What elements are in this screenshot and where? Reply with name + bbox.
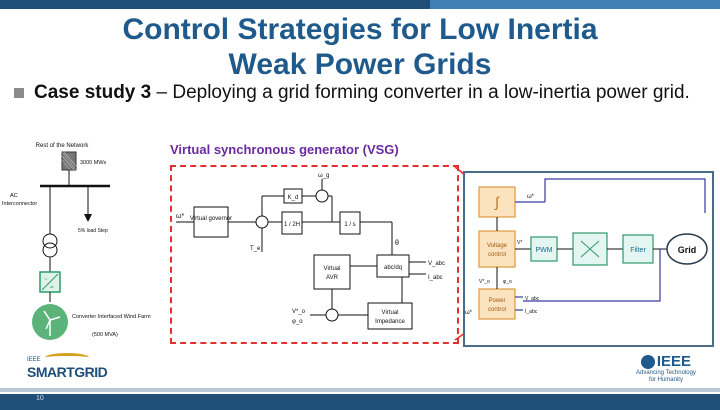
converter-diagonal (41, 273, 59, 291)
v-out-label: V*_o (292, 309, 306, 315)
vsg-dashed-box (170, 165, 459, 344)
i-abc-label: I_abc (428, 275, 443, 281)
voltage-control-line1: Voltage (487, 243, 508, 249)
power-control-line1: Power (488, 298, 505, 304)
smartgrid-swoosh-icon (45, 353, 89, 362)
ac-label: AC (10, 193, 18, 199)
ieee-globe-icon (640, 354, 655, 369)
virtual-avr-line1: Virtual (324, 266, 341, 272)
load-step-label: 5% load Step (78, 228, 108, 234)
control-v-o-label: V*_o (479, 279, 490, 285)
power-control-block (478, 288, 516, 320)
control-i-abc-label: I_abc (525, 309, 538, 315)
theta-label: θ (395, 240, 399, 247)
phi-out-label: φ_o (292, 319, 303, 325)
slide-title-line2: Weak Power Grids (228, 48, 492, 81)
footer-divider (0, 388, 720, 392)
integrator-block-label: 1 / s (344, 222, 355, 228)
filter-label: Filter (630, 247, 646, 254)
control-strategy-box (463, 171, 714, 347)
virtual-impedance-line1: Virtual (382, 310, 399, 316)
omega-g-label: ω_g (318, 173, 329, 179)
case-study-description: – Deploying a grid forming converter in … (151, 82, 690, 103)
transformer-lower-icon (42, 242, 58, 258)
ieee-wordmark: IEEE (656, 353, 692, 370)
converter-symbol-ac: ~ (44, 277, 48, 283)
virtual-impedance-block (367, 302, 413, 330)
voltage-control-line2: control (488, 252, 506, 258)
control-v-abc-label: V_abc (525, 296, 540, 302)
control-omega-star-label: ω* (527, 194, 535, 200)
control-phi-o-label: φ_o (503, 279, 512, 285)
omega-feedback-line (544, 178, 706, 213)
virtual-governor-block (193, 206, 229, 238)
grid-feedback-line (523, 249, 661, 302)
footer-bar (0, 394, 720, 410)
top-accent-bar (0, 0, 720, 9)
smartgrid-ieee-small: IEEE (27, 357, 41, 363)
voltage-control-block (478, 230, 516, 268)
vsg-block-diagram: ω* Virtual governor 1 / 2H K_d ω_g 1 / s… (176, 173, 445, 330)
pwm-label: PWM (535, 247, 552, 254)
slide-number: 10 (36, 395, 44, 402)
network-hatch (61, 151, 77, 171)
transformer-upper-icon (42, 233, 58, 249)
mw-label: 3000 MWs (80, 160, 107, 166)
wind-farm-label: Converter Interfaced Wind Farm (72, 314, 151, 320)
v-abc-label: V_abc (428, 261, 445, 267)
smartgrid-wordmark: SMARTGRID (27, 364, 108, 380)
te-label: T_e (250, 246, 261, 252)
top-accent-bar-light (430, 0, 720, 9)
ieee-logo: IEEE Advancing Technology for Humanity (636, 353, 696, 384)
control-diagram: ∫ ω* Voltage control V* Power control V*… (465, 178, 708, 320)
bullet-icon (14, 88, 24, 98)
wind-turbine-icon (43, 310, 61, 336)
network-diagram: Rest of the Network 3000 MWs 5% load Ste… (2, 143, 151, 340)
virtual-avr-block (313, 254, 351, 290)
converter-symbol-dc: = (50, 285, 54, 291)
virtual-impedance-line2: Impedance (375, 319, 405, 325)
virtual-governor-line1: Virtual governor (190, 216, 232, 222)
v-star-label: V* (517, 240, 522, 246)
power-control-line2: control (488, 307, 506, 313)
vsg-title: Virtual synchronous generator (VSG) (170, 142, 399, 157)
vsg-sum-node-3 (325, 308, 339, 322)
inertia-block (281, 211, 303, 235)
virtual-avr-line2: AVR (326, 275, 339, 281)
ieee-tagline-line1: Advancing Technology (636, 370, 696, 376)
vsg-sum-node-2 (315, 189, 329, 203)
smartgrid-logo: IEEE SMARTGRID (27, 353, 108, 380)
vsg-sum-node-1 (255, 215, 269, 229)
abc-dq-label: abc/dq (384, 265, 402, 271)
inertia-block-label: 1 / 2H (284, 222, 300, 228)
grid-label: Grid (678, 245, 697, 255)
control-integrator-label: ∫ (494, 194, 500, 210)
interconnector-label: Interconnector (2, 201, 37, 207)
integrator-block (339, 211, 361, 235)
case-study-label: Case study 3 (34, 82, 152, 103)
ieee-tagline-line2: for Humanity (648, 377, 683, 383)
slide-title: Control Strategies for Low Inertia Weak … (0, 12, 720, 82)
slide-title-line1: Control Strategies for Low Inertia (122, 13, 598, 46)
pwm-block (530, 236, 558, 262)
grid-node (666, 233, 708, 265)
inverter-switch-icon (580, 240, 600, 258)
network-label: Rest of the Network (36, 143, 90, 149)
wind-farm-rating: (500 MVA) (92, 332, 118, 338)
vsg-omega-ref-label: ω* (176, 213, 184, 220)
control-omega-in-label: ω* (465, 310, 473, 316)
kd-block-label: K_d (288, 195, 299, 201)
load-arrow-icon (84, 214, 92, 222)
case-study-text: Case study 3 – Deploying a grid forming … (34, 81, 694, 104)
